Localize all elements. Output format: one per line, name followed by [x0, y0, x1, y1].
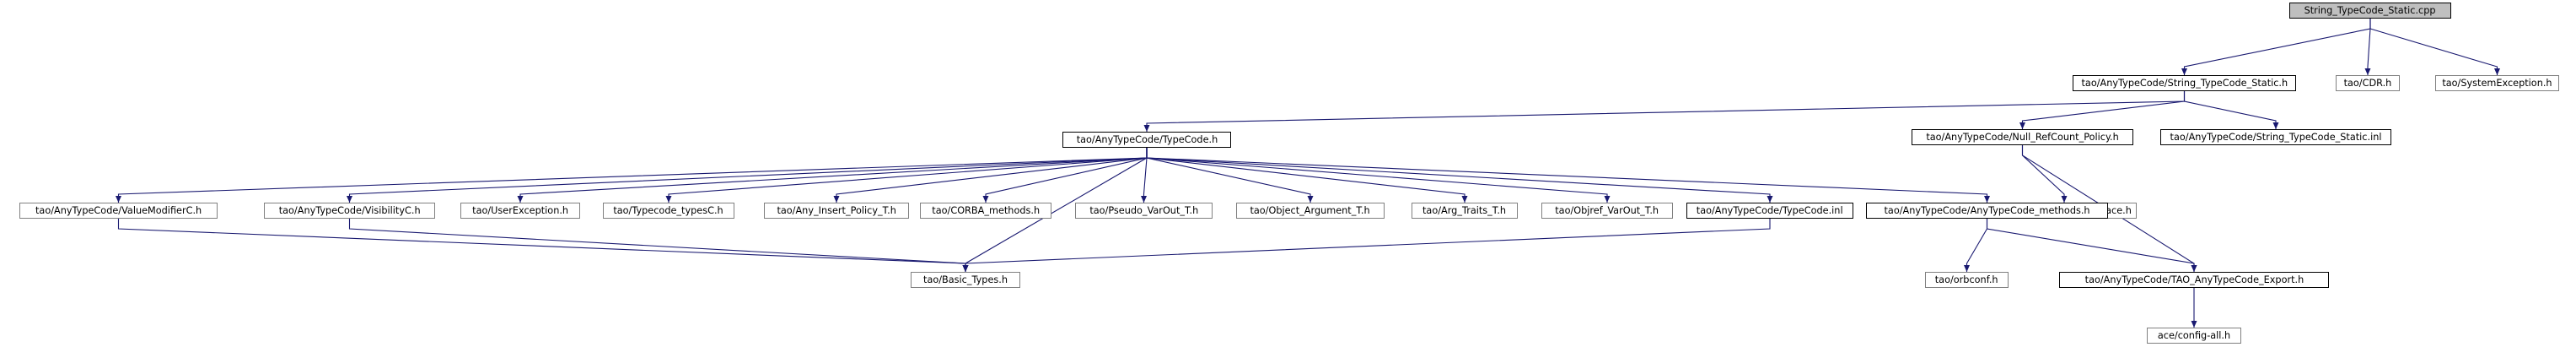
graph-edge — [833, 148, 1148, 203]
graph-node-label: tao/AnyTypeCode/ValueModifierC.h — [35, 203, 202, 216]
graph-node-label: ace/config-all.h — [2157, 328, 2231, 341]
graph-edge — [1141, 148, 1148, 203]
graph-node[interactable]: tao/AnyTypeCode/TAO_AnyTypeCode_Export.h — [2059, 272, 2329, 288]
graph-node-label: tao/Typecode_typesC.h — [613, 203, 724, 216]
graph-node-label: tao/orbconf.h — [1935, 273, 1998, 285]
graph-node-label: tao/AnyTypeCode/TypeCode.h — [1076, 133, 1218, 145]
graph-edge — [1146, 148, 1990, 203]
graph-edge — [1146, 148, 1773, 203]
graph-node[interactable]: tao/AnyTypeCode/TypeCode.h — [1062, 132, 1231, 148]
graph-edge — [962, 219, 1771, 272]
graph-node-label: tao/AnyTypeCode/TAO_AnyTypeCode_Export.h — [2084, 273, 2304, 285]
graph-edge — [1986, 219, 2197, 272]
graph-node-label: tao/SystemException.h — [2442, 76, 2552, 89]
graph-node-label: tao/AnyTypeCode/AnyTypeCode_methods.h — [1884, 203, 2090, 216]
graph-node[interactable]: tao/AnyTypeCode/VisibilityC.h — [264, 203, 435, 219]
graph-node[interactable]: tao/Objref_VarOut_T.h — [1541, 203, 1673, 219]
graph-node-label: String_TypeCode_Static.cpp — [2304, 3, 2436, 16]
graph-edge — [347, 148, 1148, 203]
graph-edge — [116, 148, 1148, 203]
graph-node[interactable]: tao/Arg_Traits_T.h — [1412, 203, 1518, 219]
graph-node-label: tao/Basic_Types.h — [923, 273, 1008, 285]
graph-node[interactable]: ace/config-all.h — [2147, 328, 2241, 344]
graph-node-label: tao/Any_Insert_Policy_T.h — [777, 203, 896, 216]
graph-edge — [1964, 219, 1988, 272]
graph-edge — [517, 148, 1148, 203]
graph-edge — [665, 148, 1148, 203]
graph-node[interactable]: tao/Object_Argument_T.h — [1236, 203, 1385, 219]
graph-edge — [2181, 19, 2371, 75]
graph-node-label: tao/AnyTypeCode/String_TypeCode_Static.h — [2081, 76, 2288, 89]
graph-edge — [2019, 91, 2186, 129]
graph-edge — [1146, 148, 1468, 203]
graph-node-label: tao/Pseudo_VarOut_T.h — [1089, 203, 1198, 216]
graph-node[interactable]: tao/AnyTypeCode/TypeCode.inl — [1686, 203, 1853, 219]
graph-node[interactable]: tao/CORBA_methods.h — [920, 203, 1051, 219]
graph-edge — [2021, 145, 2068, 203]
graph-edge — [348, 219, 969, 272]
graph-node-label: tao/CDR.h — [2343, 76, 2392, 89]
graph-node[interactable]: tao/Any_Insert_Policy_T.h — [764, 203, 909, 219]
graph-edge — [1146, 148, 1611, 203]
graph-edge — [1143, 91, 2186, 132]
graph-edge — [2183, 91, 2279, 129]
graph-node-label: tao/Objref_VarOut_T.h — [1555, 203, 1659, 216]
graph-node[interactable]: tao/AnyTypeCode/Null_RefCount_Policy.h — [1912, 129, 2133, 145]
graph-node-label: tao/Arg_Traits_T.h — [1422, 203, 1507, 216]
graph-node[interactable]: tao/orbconf.h — [1925, 272, 2009, 288]
graph-edge — [117, 219, 969, 272]
graph-node[interactable]: tao/Basic_Types.h — [911, 272, 1020, 288]
graph-node[interactable]: tao/Pseudo_VarOut_T.h — [1075, 203, 1213, 219]
graph-node-label: tao/Object_Argument_T.h — [1250, 203, 1371, 216]
graph-node-label: tao/CORBA_methods.h — [932, 203, 1040, 216]
graph-node[interactable]: tao/AnyTypeCode/AnyTypeCode_methods.h — [1866, 203, 2108, 219]
graph-node[interactable]: tao/Typecode_typesC.h — [603, 203, 734, 219]
graph-node-label: tao/AnyTypeCode/String_TypeCode_Static.i… — [2170, 130, 2382, 143]
graph-node[interactable]: tao/AnyTypeCode/String_TypeCode_Static.h — [2073, 75, 2296, 91]
graph-edge — [2364, 19, 2371, 75]
graph-node[interactable]: tao/AnyTypeCode/String_TypeCode_Static.i… — [2160, 129, 2391, 145]
graph-node-label: tao/AnyTypeCode/Null_RefCount_Policy.h — [1926, 130, 2119, 143]
graph-node[interactable]: tao/UserException.h — [460, 203, 580, 219]
graph-edge — [982, 148, 1148, 203]
graph-node-label: tao/UserException.h — [472, 203, 568, 216]
graph-node[interactable]: String_TypeCode_Static.cpp — [2289, 3, 2451, 19]
graph-node-label: tao/AnyTypeCode/VisibilityC.h — [278, 203, 421, 216]
graph-node[interactable]: tao/CDR.h — [2336, 75, 2400, 91]
graph-node[interactable]: tao/AnyTypeCode/ValueModifierC.h — [19, 203, 218, 219]
graph-node-label: tao/AnyTypeCode/TypeCode.inl — [1697, 203, 1843, 216]
graph-edge — [1146, 148, 1314, 203]
graph-node[interactable]: tao/SystemException.h — [2435, 75, 2559, 91]
graph-edge — [2369, 19, 2500, 75]
